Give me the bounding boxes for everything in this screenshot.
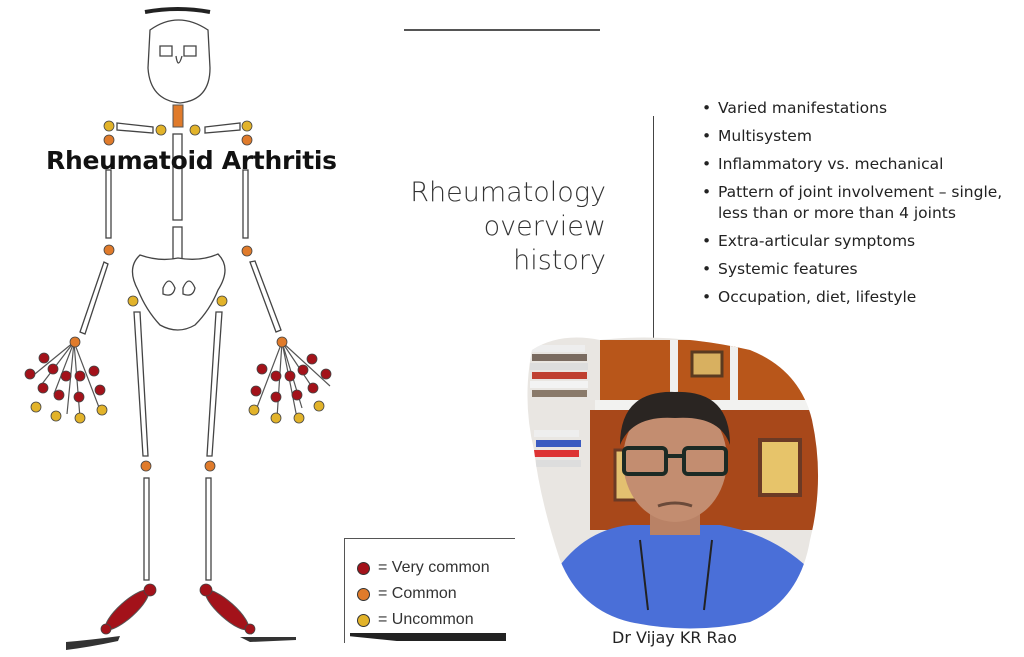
very-common-dot-icon xyxy=(357,561,370,575)
bullet-item: Multisystem xyxy=(700,126,1020,147)
skeleton-joint-diagram xyxy=(24,7,332,650)
bullet-item: Extra-articular symptoms xyxy=(700,231,1020,252)
bullet-item: Pattern of joint involvement – single, l… xyxy=(700,182,1020,224)
legend-item-uncommon: = Uncommon xyxy=(357,607,515,633)
legend-decoration xyxy=(350,633,506,641)
joint-frequency-legend: = Very common = Common = Uncommon xyxy=(344,538,515,643)
presenter-name: Dr Vijay KR Rao xyxy=(612,628,737,647)
bullet-item: Occupation, diet, lifestyle xyxy=(700,287,1020,308)
legend-item-common: = Common xyxy=(357,581,515,607)
legend-item-very-common: = Very common xyxy=(357,555,515,581)
slide-title-line: overview xyxy=(483,211,606,242)
diagram-title: Rheumatoid Arthritis xyxy=(46,146,337,175)
slide-title: Rheumatology overview history xyxy=(400,176,606,278)
bullet-list: Varied manifestations Multisystem Inflam… xyxy=(700,98,1020,315)
slide-title-line: Rheumatology xyxy=(410,177,606,208)
bullet-item: Inflammatory vs. mechanical xyxy=(700,154,1020,175)
vertical-divider xyxy=(653,116,654,346)
legend-label: = Uncommon xyxy=(378,611,474,628)
top-rule-divider xyxy=(404,29,600,31)
presenter-photo xyxy=(527,337,819,629)
slide-title-line: history xyxy=(513,245,606,276)
common-dot-icon xyxy=(357,587,370,601)
bullet-item: Varied manifestations xyxy=(700,98,1020,119)
legend-label: = Common xyxy=(378,585,457,602)
bullet-item: Systemic features xyxy=(700,259,1020,280)
uncommon-dot-icon xyxy=(357,613,370,627)
legend-label: = Very common xyxy=(378,559,490,576)
